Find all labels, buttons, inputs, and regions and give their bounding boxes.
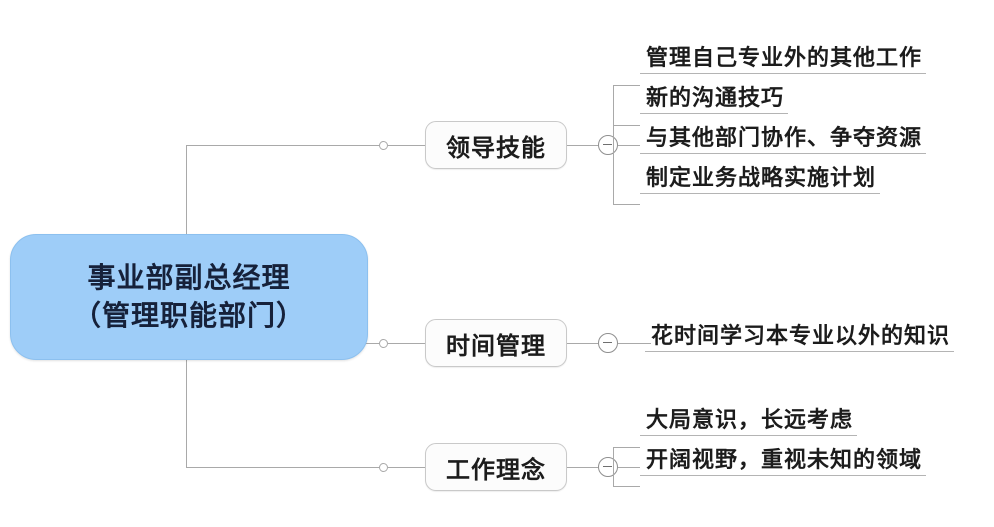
- leaf-item[interactable]: 与其他部门协作、争夺资源: [640, 125, 927, 155]
- leaf-underline: [640, 193, 881, 195]
- branch-node-work-philosophy[interactable]: 工作理念: [425, 443, 567, 491]
- leaf-item[interactable]: 新的沟通技巧: [640, 85, 789, 115]
- trunk-to-branch-2-link: [366, 343, 384, 344]
- leaf-item[interactable]: 制定业务战略实施计划: [640, 165, 881, 195]
- leaf-text: 与其他部门协作、争夺资源: [646, 125, 923, 150]
- leaf-item[interactable]: 管理自己专业外的其他工作: [640, 45, 927, 75]
- leaf-item[interactable]: 花时间学习本专业以外的知识: [645, 323, 955, 353]
- leaf-underline: [640, 73, 927, 75]
- branch-2-label: 时间管理: [446, 332, 546, 360]
- trunk-to-branch-1-link: [186, 145, 382, 146]
- leaf-underline: [640, 113, 789, 115]
- branch-1-label: 领导技能: [446, 134, 546, 162]
- leaf-text: 管理自己专业外的其他工作: [646, 45, 923, 70]
- branch-1-connector-dot: [379, 141, 388, 150]
- branch-3-outlet-line: [567, 467, 598, 468]
- leaf-underline: [640, 475, 927, 477]
- branch-2-collapse-toggle[interactable]: [598, 333, 618, 353]
- leaf-item[interactable]: 开阔视野，重视未知的领域: [640, 447, 927, 477]
- root-node[interactable]: 事业部副总经理 （管理职能部门）: [10, 234, 368, 360]
- leaf-underline: [645, 351, 955, 353]
- branch-1-toggle-to-bracket: [618, 145, 640, 146]
- leaf-text: 开阔视野，重视未知的领域: [646, 447, 923, 472]
- leaf-text: 大局意识，长远考虑: [646, 407, 854, 432]
- branch-2-inlet-line: [388, 343, 425, 344]
- branch-2-toggle-to-leaf: [618, 343, 651, 344]
- leaf-underline: [640, 153, 927, 155]
- branch-3-leaf-bracket: [613, 447, 640, 487]
- root-title-line-2: （管理职能部门）: [72, 300, 305, 331]
- branch-node-time-management[interactable]: 时间管理: [425, 319, 567, 367]
- leaf-text: 花时间学习本专业以外的知识: [651, 323, 951, 348]
- branch-1-outlet-line: [567, 145, 598, 146]
- root-title-line-1: 事业部副总经理: [87, 261, 291, 293]
- branch-3-inlet-line: [388, 467, 425, 468]
- leaf-text: 新的沟通技巧: [646, 85, 785, 110]
- leaf-text: 制定业务战略实施计划: [646, 165, 877, 190]
- trunk-to-branch-3-link: [186, 467, 382, 468]
- branch-3-label: 工作理念: [446, 456, 546, 484]
- leaf-underline: [640, 435, 858, 437]
- branch-1-inlet-line: [388, 145, 425, 146]
- leaf-item[interactable]: 大局意识，长远考虑: [640, 407, 858, 437]
- branch-2-outlet-line: [567, 343, 598, 344]
- branch-1-leaf-stub-2: [613, 125, 640, 126]
- branch-2-connector-dot: [379, 339, 388, 348]
- branch-3-connector-dot: [379, 463, 388, 472]
- branch-3-toggle-to-bracket: [618, 467, 640, 468]
- branch-node-leadership-skills[interactable]: 领导技能: [425, 121, 567, 169]
- branch-1-leaf-bracket: [613, 85, 640, 205]
